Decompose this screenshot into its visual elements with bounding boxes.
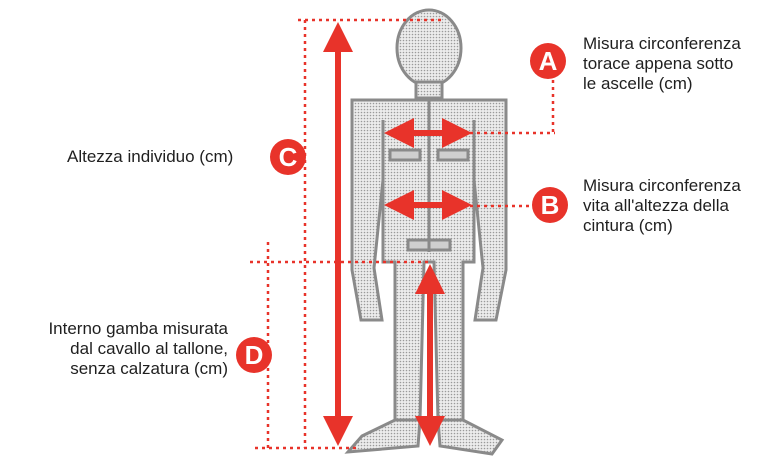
neck bbox=[416, 82, 442, 98]
badge-b: B bbox=[532, 187, 568, 223]
label-a: Misura circonferenza torace appena sotto… bbox=[583, 34, 741, 94]
badge-c: C bbox=[270, 139, 306, 175]
label-b: Misura circonferenza vita all'altezza de… bbox=[583, 176, 741, 236]
left-foot bbox=[348, 420, 420, 452]
badge-d: D bbox=[236, 337, 272, 373]
head bbox=[397, 10, 461, 86]
right-foot bbox=[438, 420, 502, 454]
badge-a: A bbox=[530, 43, 566, 79]
label-c: Altezza individuo (cm) bbox=[67, 147, 233, 167]
label-d: Interno gamba misurata dal cavallo al ta… bbox=[6, 319, 228, 379]
